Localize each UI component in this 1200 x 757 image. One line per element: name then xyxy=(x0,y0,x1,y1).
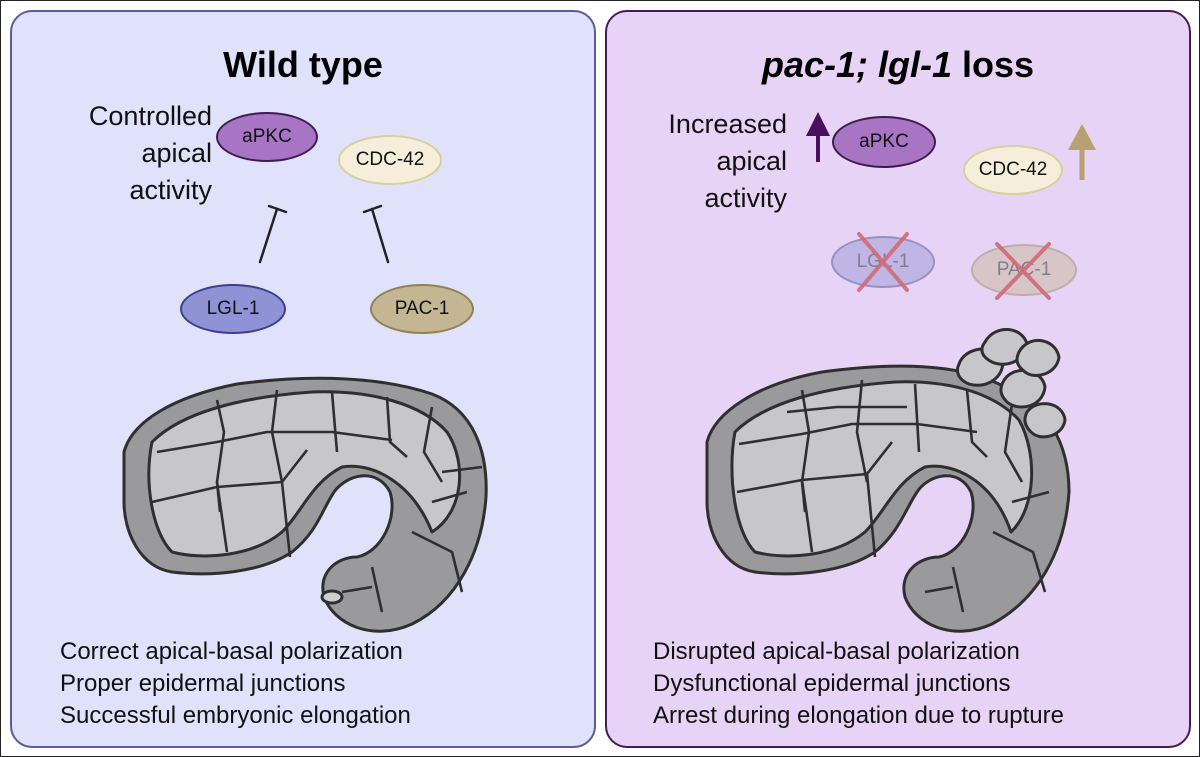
controlled-apical-activity-label: Controlled apical activity xyxy=(52,98,212,209)
side-text-line: apical xyxy=(716,146,787,176)
mutant-diagram xyxy=(705,112,1096,633)
wild-type-panel: Wild type Controlled apical activity aPK… xyxy=(10,10,596,748)
lgl1-inhibits-apkc-line xyxy=(258,207,279,264)
inhibition-bar xyxy=(362,204,383,214)
lgl1-node: LGL-1 xyxy=(180,284,286,334)
apkc-node: aPKC xyxy=(216,112,318,162)
caption-line: Successful embryonic elongation xyxy=(60,702,411,729)
increased-apical-activity-label: Increased apical activity xyxy=(627,106,787,217)
cdc42-increase-arrow-icon xyxy=(1068,124,1096,180)
side-text-line: Controlled xyxy=(88,101,212,131)
inhibition-bar xyxy=(267,204,288,214)
mutant-title-genes: pac-1; lgl-1 xyxy=(761,44,952,85)
mutant-title: pac-1; lgl-1 loss xyxy=(607,44,1189,86)
caption-line: Disrupted apical-basal polarization xyxy=(653,638,1020,665)
pac1-inhibits-cdc42-line xyxy=(370,207,390,264)
pac1-node-lost: PAC-1 xyxy=(971,244,1077,296)
pac1-node: PAC-1 xyxy=(370,284,474,334)
apkc-node: aPKC xyxy=(832,116,936,168)
caption-line: Correct apical-basal polarization xyxy=(60,638,403,665)
apkc-increase-arrow-icon xyxy=(806,112,830,162)
wild-type-embryo-illustration xyxy=(122,376,488,633)
inhibition-diagram xyxy=(122,204,488,633)
side-text-line: Increased xyxy=(668,109,787,139)
side-text-line: activity xyxy=(704,183,787,213)
cdc42-node: CDC-42 xyxy=(338,135,442,185)
caption-line: Proper epidermal junctions xyxy=(60,670,346,697)
side-text-line: activity xyxy=(129,175,212,205)
caption-line: Arrest during elongation due to rupture xyxy=(653,702,1064,729)
mutant-title-suffix: loss xyxy=(952,44,1035,85)
wild-type-title: Wild type xyxy=(223,44,383,85)
mutant-captions: Disrupted apical-basal polarization Dysf… xyxy=(653,636,1064,732)
mutant-embryo-illustration xyxy=(705,328,1071,633)
caption-line: Dysfunctional epidermal junctions xyxy=(653,670,1011,697)
mutant-panel: pac-1; lgl-1 loss Increased apical activ… xyxy=(605,10,1191,748)
side-text-line: apical xyxy=(141,138,212,168)
cdc42-node: CDC-42 xyxy=(963,145,1063,195)
wild-type-captions: Correct apical-basal polarization Proper… xyxy=(60,636,411,732)
